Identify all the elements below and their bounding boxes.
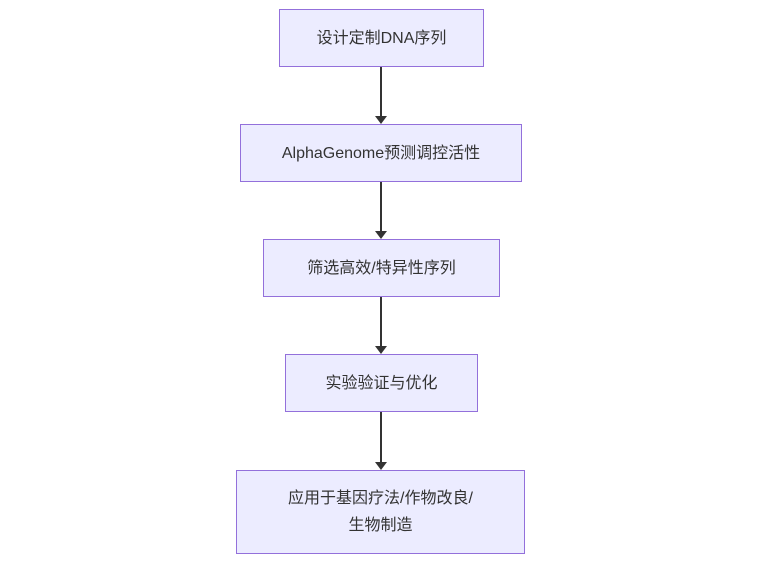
flow-node-label: 筛选高效/特异性序列 xyxy=(307,259,456,277)
edge-line xyxy=(380,297,382,346)
arrow-down-icon xyxy=(375,462,387,470)
flow-node-label: 设计定制DNA序列 xyxy=(316,29,447,47)
flow-edge-1 xyxy=(374,67,388,124)
flow-edge-4 xyxy=(374,412,388,470)
flow-edge-2 xyxy=(374,182,388,239)
arrow-down-icon xyxy=(375,346,387,354)
flow-node-alphagenome-predict: AlphaGenome预测调控活性 xyxy=(240,124,522,182)
arrow-down-icon xyxy=(375,231,387,239)
edge-line xyxy=(380,412,382,462)
flow-node-label: AlphaGenome预测调控活性 xyxy=(281,144,481,162)
flow-edge-3 xyxy=(374,297,388,354)
flow-node-design-dna-sequence: 设计定制DNA序列 xyxy=(279,9,484,67)
edge-line xyxy=(380,182,382,231)
arrow-down-icon xyxy=(375,116,387,124)
edge-line xyxy=(380,67,382,116)
flow-node-applications: 应用于基因疗法/作物改良/ 生物制造 xyxy=(236,470,525,554)
flow-node-label: 应用于基因疗法/作物改良/ 生物制造 xyxy=(288,490,473,534)
flow-node-experimental-validation: 实验验证与优化 xyxy=(285,354,478,412)
flow-node-label: 实验验证与优化 xyxy=(325,374,438,392)
flow-node-screen-sequences: 筛选高效/特异性序列 xyxy=(263,239,500,297)
